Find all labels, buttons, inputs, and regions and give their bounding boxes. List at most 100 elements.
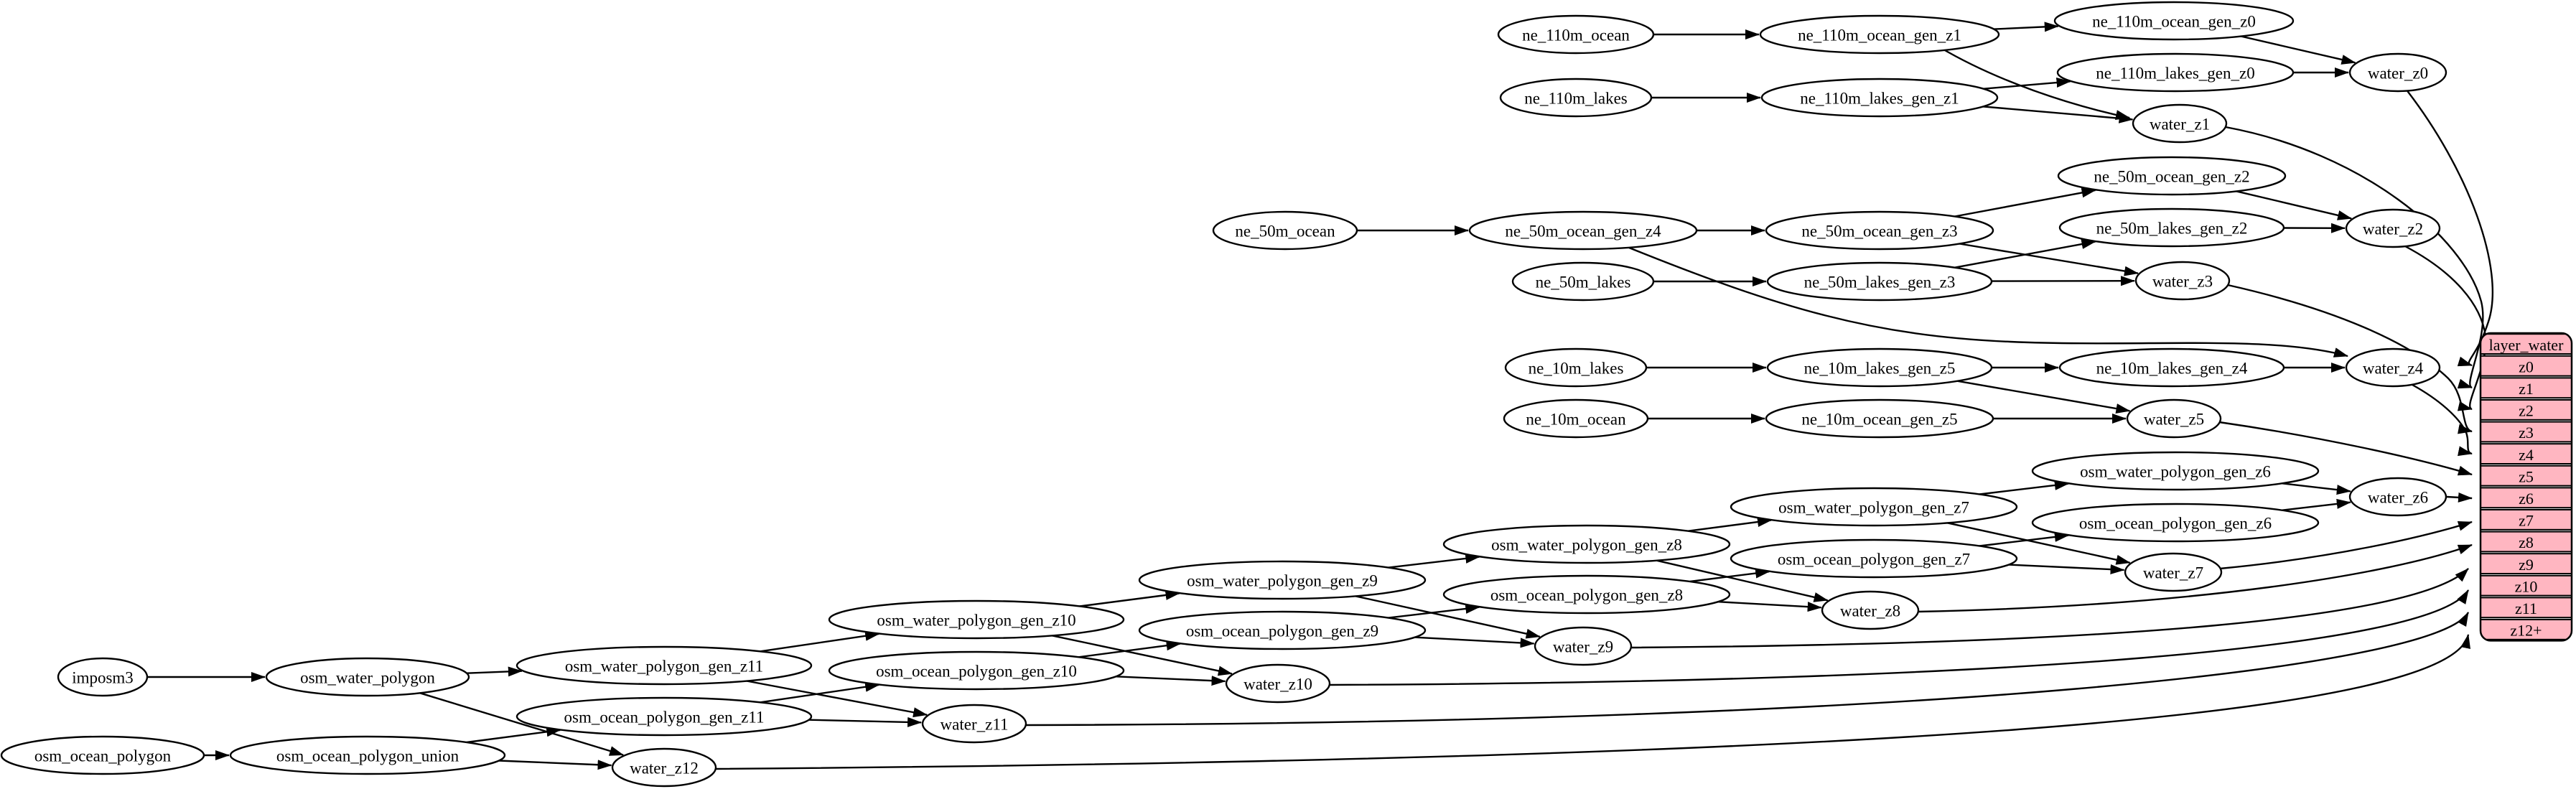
edge-ne_110m_ocean_gen_z1-to-water_z1 [1939, 46, 2130, 120]
edge-osm_ocean_polygon_gen_z10-to-water_z10 [1116, 676, 1226, 686]
edge-ne_50m_ocean_gen_z3-to-water_z3 [1959, 243, 2139, 276]
node-ne_10m_lakes_gen_z5: ne_10m_lakes_gen_z5 [1766, 347, 1993, 388]
node-ne_110m_ocean_gen_z1: ne_110m_ocean_gen_z1 [1759, 14, 2000, 55]
node-label-water_z12: water_z12 [630, 760, 699, 778]
node-ne_110m_lakes_gen_z1: ne_110m_lakes_gen_z1 [1760, 78, 1999, 118]
edge-ne_50m_ocean_gen_z3-to-ne_50m_ocean_gen_z2 [1954, 187, 2096, 218]
edge-osm_ocean_polygon_gen_z11-to-water_z11 [808, 716, 923, 727]
node-water_z5: water_z5 [2126, 398, 2222, 439]
node-ne_110m_lakes: ne_110m_lakes [1499, 78, 1653, 118]
node-label-ne_10m_lakes_gen_z4: ne_10m_lakes_gen_z4 [2096, 360, 2248, 378]
node-shape-water_z2 [2345, 208, 2441, 248]
node-ne_10m_ocean: ne_10m_ocean [1503, 398, 1649, 439]
node-label-ne_50m_ocean: ne_50m_ocean [1235, 223, 1335, 241]
node-shape-water_z9 [1534, 626, 1633, 666]
node-label-water_z6: water_z6 [2368, 489, 2428, 507]
node-shape-water_z12 [611, 747, 717, 788]
node-ne_50m_lakes_gen_z2: ne_50m_lakes_gen_z2 [2058, 207, 2285, 248]
node-label-ne_110m_ocean_gen_z1: ne_110m_ocean_gen_z1 [1798, 27, 1961, 45]
edge-osm_water_polygon-to-osm_water_polygon_gen_z11 [466, 666, 523, 677]
node-osm_ocean_polygon_gen_z8: osm_ocean_polygon_gen_z8 [1442, 574, 1731, 615]
node-label-water_z0: water_z0 [2368, 65, 2428, 83]
node-shape-ne_110m_lakes_gen_z1 [1760, 78, 1999, 118]
edge-ne_110m_ocean_gen_z1-to-ne_110m_ocean_gen_z0 [1994, 22, 2059, 32]
node-label-ne_50m_lakes: ne_50m_lakes [1536, 274, 1631, 291]
node-shape-osm_water_polygon_gen_z7 [1730, 487, 2018, 527]
node-shape-osm_ocean_polygon_gen_z6 [2031, 503, 2320, 543]
edge-ne_10m_lakes_gen_z5-to-water_z5 [1956, 380, 2131, 414]
node-shape-water_z3 [2134, 261, 2231, 301]
edge-osm_ocean_polygon_gen_z6-to-water_z6 [2282, 498, 2351, 511]
layer-row-z8-cell [2481, 531, 2572, 553]
node-water_z3: water_z3 [2134, 261, 2231, 301]
edge-water_z9-to-layer-z9 [1630, 568, 2469, 649]
node-shape-ne_50m_ocean [1212, 210, 1358, 251]
edge-osm_water_polygon_gen_z7-to-osm_water_polygon_gen_z6 [1979, 480, 2069, 495]
node-shape-osm_ocean_polygon_gen_z11 [515, 696, 813, 737]
node-shape-water_z10 [1225, 663, 1331, 704]
layer-row-z7-label: z7 [2519, 512, 2534, 530]
node-label-water_z2: water_z2 [2363, 220, 2423, 238]
edge-ne_110m_lakes_gen_z1-to-water_z1 [1982, 106, 2134, 123]
node-label-osm_ocean_polygon_gen_z6: osm_ocean_polygon_gen_z6 [2079, 515, 2272, 533]
node-label-water_z5: water_z5 [2144, 411, 2204, 429]
edge-osm_ocean_polygon_union-to-water_z12 [498, 760, 612, 770]
edge-osm_water_polygon-to-water_z12 [419, 692, 625, 756]
edge-osm_water_polygon_gen_z6-to-water_z6 [2282, 482, 2351, 495]
node-water_z0: water_z0 [2348, 52, 2447, 93]
node-label-ne_110m_lakes_gen_z0: ne_110m_lakes_gen_z0 [2096, 65, 2254, 83]
edges-layer [147, 22, 2494, 770]
layer-row-z3-cell [2481, 421, 2572, 443]
node-label-water_z7: water_z7 [2143, 564, 2203, 582]
node-shape-water_z5 [2126, 398, 2222, 439]
node-osm_water_polygon_gen_z10: osm_water_polygon_gen_z10 [828, 599, 1125, 640]
node-label-imposm3: imposm3 [72, 669, 134, 687]
node-label-osm_ocean_polygon_gen_z9: osm_ocean_polygon_gen_z9 [1186, 622, 1378, 640]
edge-ne_50m_ocean_gen_z2-to-water_z2 [2236, 190, 2353, 220]
node-label-ne_50m_lakes_gen_z3: ne_50m_lakes_gen_z3 [1804, 274, 1956, 291]
node-shape-water_z8 [1821, 590, 1920, 630]
node-shape-water_z7 [2124, 552, 2223, 592]
node-ne_50m_ocean_gen_z3: ne_50m_ocean_gen_z3 [1765, 210, 1994, 251]
node-label-osm_water_polygon_gen_z10: osm_water_polygon_gen_z10 [877, 612, 1075, 630]
node-label-osm_ocean_polygon_gen_z7: osm_ocean_polygon_gen_z7 [1778, 551, 1970, 569]
layer-row-z9-cell [2481, 553, 2572, 575]
node-osm_water_polygon: osm_water_polygon [265, 657, 470, 697]
node-label-water_z10: water_z10 [1243, 676, 1312, 694]
layer-row-z1-label: z1 [2519, 380, 2534, 398]
node-label-osm_water_polygon_gen_z8: osm_water_polygon_gen_z8 [1491, 536, 1682, 554]
node-label-ne_50m_ocean_gen_z3: ne_50m_ocean_gen_z3 [1801, 223, 1957, 241]
node-shape-ne_50m_lakes [1511, 261, 1655, 302]
node-water_z10: water_z10 [1225, 663, 1331, 704]
layer-water-table-border [2479, 332, 2573, 642]
node-label-ne_110m_lakes_gen_z1: ne_110m_lakes_gen_z1 [1800, 90, 1959, 108]
edge-ne_50m_ocean_gen_z4-to-water_z4 [1628, 246, 2348, 358]
node-shape-ne_50m_lakes_gen_z2 [2058, 207, 2285, 248]
node-shape-ne_110m_lakes_gen_z0 [2056, 52, 2295, 93]
node-osm_ocean_polygon: osm_ocean_polygon [0, 735, 205, 775]
node-label-ne_110m_lakes: ne_110m_lakes [1524, 90, 1628, 108]
node-osm_ocean_polygon_gen_z11: osm_ocean_polygon_gen_z11 [515, 696, 813, 737]
node-shape-water_z11 [921, 704, 1027, 744]
node-shape-osm_ocean_polygon_gen_z10 [828, 650, 1125, 691]
edge-osm_water_polygon_gen_z10-to-water_z10 [1052, 635, 1233, 676]
edge-water_z5-to-layer-z5 [2218, 421, 2473, 476]
node-shape-osm_ocean_polygon_union [229, 735, 506, 775]
layer-row-z4-label: z4 [2519, 446, 2534, 464]
layer-row-z11-cell [2481, 597, 2572, 619]
node-shape-ne_10m_lakes_gen_z5 [1766, 347, 1993, 388]
node-osm_ocean_polygon_gen_z6: osm_ocean_polygon_gen_z6 [2031, 503, 2320, 543]
edge-ne_110m_ocean_gen_z0-to-water_z0 [2240, 35, 2356, 65]
edge-osm_water_polygon_gen_z11-to-osm_water_polygon_gen_z10 [760, 630, 880, 653]
node-shape-ne_110m_ocean_gen_z1 [1759, 14, 2000, 55]
edge-osm_ocean_polygon_gen_z7-to-water_z7 [2008, 564, 2125, 575]
node-shape-water_z0 [2348, 52, 2447, 93]
node-osm_water_polygon_gen_z6: osm_water_polygon_gen_z6 [2031, 451, 2320, 491]
node-ne_50m_ocean_gen_z4: ne_50m_ocean_gen_z4 [1468, 210, 1698, 251]
node-shape-ne_50m_ocean_gen_z2 [2057, 156, 2287, 196]
layer-row-z3-label: z3 [2519, 424, 2534, 442]
edge-water_z1-to-layer-z1 [2225, 126, 2484, 389]
node-ne_50m_ocean: ne_50m_ocean [1212, 210, 1358, 251]
node-label-osm_water_polygon_gen_z9: osm_water_polygon_gen_z9 [1187, 572, 1378, 590]
layer-row-z8-label: z8 [2519, 533, 2534, 551]
